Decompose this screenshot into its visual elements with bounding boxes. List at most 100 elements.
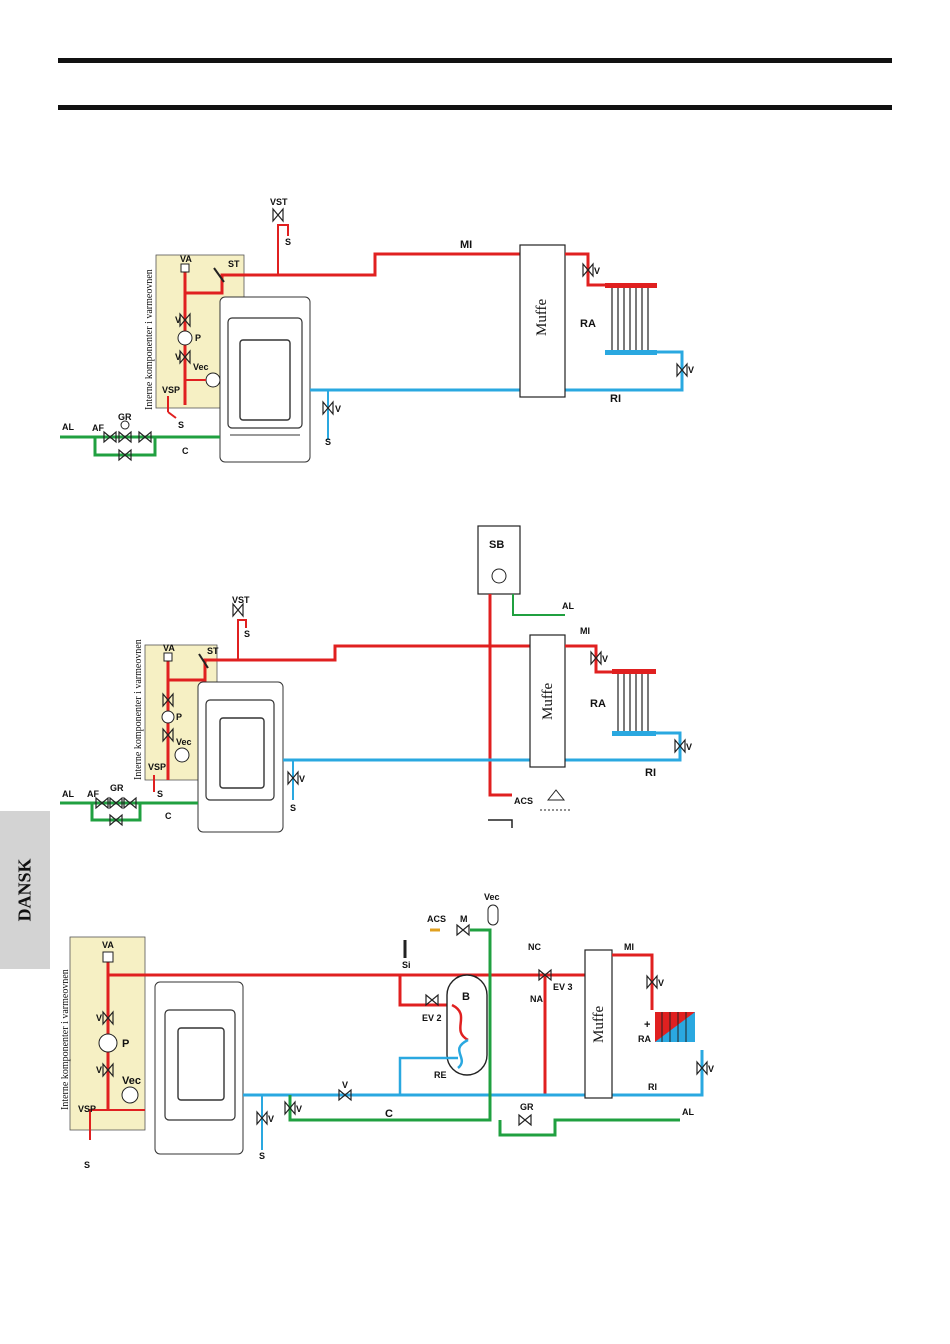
label-p: P bbox=[122, 1038, 129, 1050]
label-gr: GR bbox=[520, 1102, 534, 1112]
top-rule-1 bbox=[58, 58, 892, 63]
radiator bbox=[605, 283, 657, 355]
label-p: P bbox=[176, 712, 182, 722]
label-v: V bbox=[96, 1013, 102, 1023]
label-v: V bbox=[175, 352, 181, 362]
label-vsp: VSP bbox=[78, 1104, 96, 1114]
expansion-vessel-icon bbox=[174, 747, 190, 763]
label-ri: RI bbox=[610, 393, 621, 405]
internal-components-label: Interne komponenter i varmeovnen bbox=[133, 639, 144, 780]
label-va: VA bbox=[163, 643, 175, 653]
label-si: Si bbox=[402, 960, 411, 970]
label-s: S bbox=[259, 1151, 265, 1161]
label-mi: MI bbox=[460, 239, 472, 251]
stove bbox=[197, 681, 284, 833]
label-mi: MI bbox=[580, 626, 590, 636]
label-ev3: EV 3 bbox=[553, 982, 573, 992]
label-v: V bbox=[686, 742, 692, 752]
label-mi: MI bbox=[624, 942, 634, 952]
label-s: S bbox=[285, 237, 291, 247]
label-vsp: VSP bbox=[148, 762, 166, 772]
label-v: V bbox=[268, 1114, 274, 1124]
label-ev2: EV 2 bbox=[422, 1013, 442, 1023]
m-valve-icon bbox=[456, 924, 470, 936]
label-nc: NC bbox=[528, 942, 541, 952]
label-al: AL bbox=[62, 422, 74, 432]
supply-green-pipe bbox=[60, 801, 198, 822]
label-ri: RI bbox=[648, 1082, 657, 1092]
va-icon bbox=[163, 652, 173, 662]
label-vst: VST bbox=[270, 197, 288, 207]
label-acs: ACS bbox=[514, 796, 533, 806]
supply-green-pipe bbox=[288, 928, 680, 1137]
top-rule-2 bbox=[58, 105, 892, 110]
diagram-2: Interne komponenter i varmeovnen Muffe bbox=[60, 525, 692, 833]
muffe-label: Muffe bbox=[534, 298, 550, 336]
label-ra: RA bbox=[590, 698, 606, 710]
muffe-box bbox=[584, 949, 613, 1099]
return-cold-pipe bbox=[310, 350, 684, 392]
label-m: M bbox=[460, 914, 468, 924]
stove bbox=[219, 296, 311, 463]
muffe-box bbox=[529, 634, 566, 768]
diagram-3: Interne komponenter i varmeovnen bbox=[60, 892, 714, 1170]
label-c: C bbox=[165, 811, 172, 821]
diagram-1: Interne komponenter i varmeovnen Muffe bbox=[60, 197, 694, 463]
label-ra: RA bbox=[638, 1034, 651, 1044]
muffe-box bbox=[519, 244, 566, 398]
expansion-vessel-icon bbox=[121, 1086, 139, 1104]
label-s: S bbox=[178, 420, 184, 430]
label-vec: Vec bbox=[122, 1075, 141, 1087]
label-gr: GR bbox=[110, 783, 124, 793]
label-b: B bbox=[462, 991, 470, 1003]
vst-line bbox=[277, 224, 289, 275]
label-v: V bbox=[335, 404, 341, 414]
label-vst: VST bbox=[232, 595, 250, 605]
vec-icon bbox=[487, 904, 499, 926]
label-v: V bbox=[708, 1064, 714, 1074]
expansion-vessel-icon bbox=[205, 372, 221, 388]
label-va: VA bbox=[102, 940, 114, 950]
label-s: S bbox=[157, 789, 163, 799]
radiator bbox=[612, 669, 656, 736]
label-v: V bbox=[299, 774, 305, 784]
label-s: S bbox=[325, 437, 331, 447]
label-v: V bbox=[296, 1104, 302, 1114]
va-icon bbox=[180, 263, 190, 273]
label-v: V bbox=[175, 315, 181, 325]
label-na: NA bbox=[530, 994, 543, 1004]
label-vsp: VSP bbox=[162, 385, 180, 395]
st-sensor bbox=[213, 267, 225, 283]
label-al: AL bbox=[62, 789, 74, 799]
label-c: C bbox=[385, 1108, 393, 1120]
label-s: S bbox=[84, 1160, 90, 1170]
language-side-tab: DANSK bbox=[0, 811, 50, 969]
stove bbox=[154, 981, 244, 1155]
gr-valve-icon bbox=[518, 1114, 532, 1126]
label-c: C bbox=[182, 446, 189, 456]
label-v: V bbox=[658, 978, 664, 988]
pump-icon bbox=[98, 1033, 118, 1053]
return-cold-pipe bbox=[243, 1050, 704, 1097]
label-al: AL bbox=[562, 601, 574, 611]
label-v: V bbox=[688, 365, 694, 375]
label-al: AL bbox=[682, 1107, 694, 1117]
supply-green-pipe bbox=[60, 435, 220, 457]
label-st: ST bbox=[207, 646, 219, 656]
label-st: ST bbox=[228, 259, 240, 269]
vst-valve bbox=[232, 603, 244, 617]
label-plus: + bbox=[644, 1019, 650, 1031]
label-sb: SB bbox=[489, 539, 504, 551]
label-v: V bbox=[602, 654, 608, 664]
label-acs: ACS bbox=[427, 914, 446, 924]
label-s: S bbox=[290, 803, 296, 813]
label-ri: RI bbox=[645, 767, 656, 779]
internal-components-label: Interne komponenter i varmeovnen bbox=[60, 969, 71, 1110]
label-s: S bbox=[244, 629, 250, 639]
label-af: AF bbox=[92, 423, 104, 433]
internal-components-label: Interne komponenter i varmeovnen bbox=[144, 269, 155, 410]
label-v: V bbox=[342, 1080, 348, 1090]
label-vec: Vec bbox=[193, 362, 209, 372]
boiler-tank bbox=[446, 974, 488, 1076]
